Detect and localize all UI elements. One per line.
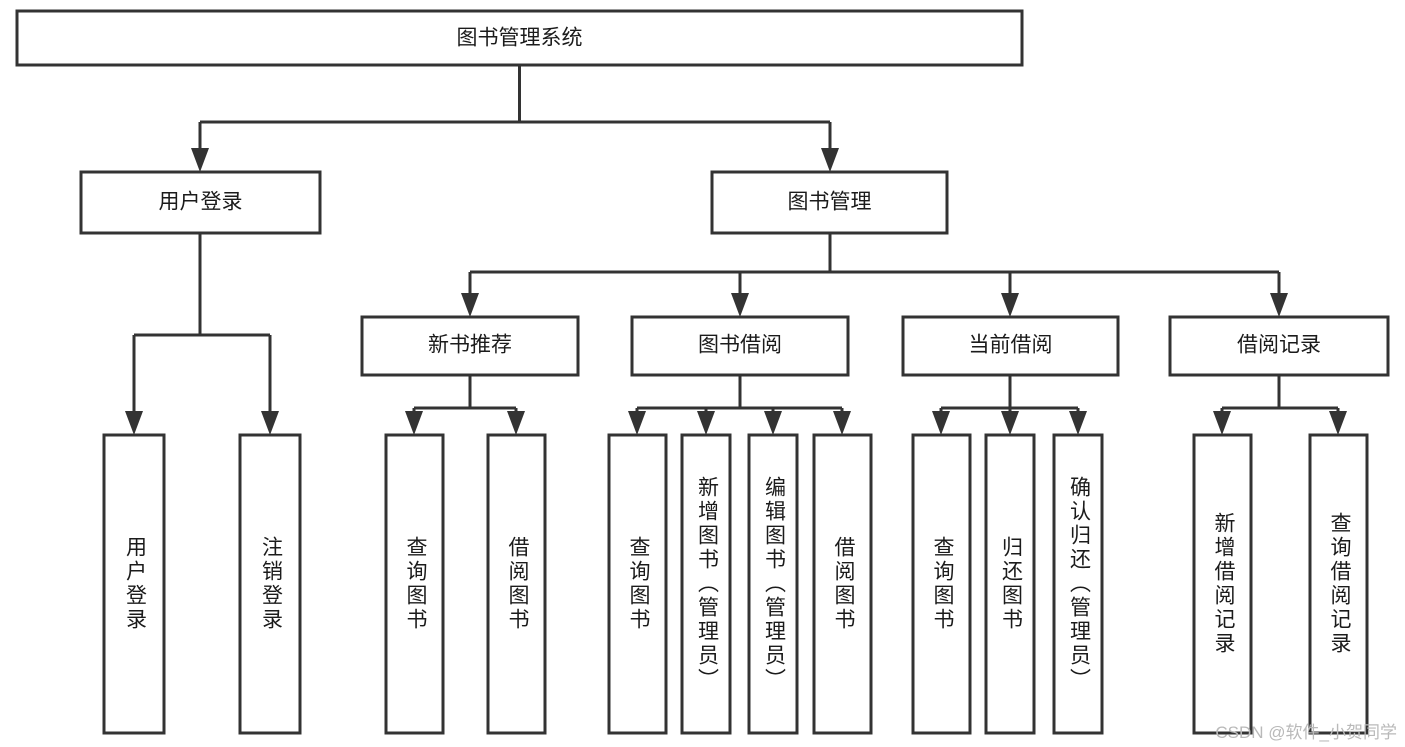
- leaf-add-book-admin[interactable]: 新增图书（管理员）: [680, 433, 732, 735]
- node-book-management-box: [710, 170, 949, 235]
- leaf-query-book-recommendation[interactable]: 查询图书: [384, 433, 445, 735]
- leaf-logout-box: [238, 433, 302, 735]
- node-new-book-recommendation-box: [360, 315, 580, 377]
- leaf-user-login-label: 用户登录: [123, 536, 147, 632]
- leaf-logout-label: 注销登录: [259, 536, 283, 632]
- arrow-head-leaf-query-book-1: [405, 411, 423, 435]
- leaf-query-book-recommendation-box: [384, 433, 445, 735]
- arrow-head-leaf-borrow-book-2: [833, 411, 851, 435]
- leaf-borrow-book-recommendation-box: [486, 433, 547, 735]
- leaf-edit-book-admin-box: [747, 433, 799, 735]
- node-current-borrowing-label: 当前借阅: [969, 334, 1053, 357]
- leaf-edit-book-admin-label: 编辑图书（管理员）: [762, 476, 786, 692]
- arrow-head-leaf-query-record: [1329, 411, 1347, 435]
- leaf-query-book-current[interactable]: 查询图书: [911, 433, 972, 735]
- node-book-management-label: 图书管理: [788, 191, 872, 214]
- arrow-head-leaf-user-login: [125, 411, 143, 435]
- arrow-head-leaf-edit-book: [764, 411, 782, 435]
- leaf-borrow-book-borrowing-box: [812, 433, 873, 735]
- leaf-query-book-borrowing[interactable]: 查询图书: [607, 433, 668, 735]
- leaf-query-borrowing-record-label: 查询借阅记录: [1328, 512, 1352, 656]
- arrow-head-leaf-borrow-book-1: [507, 411, 525, 435]
- arrow-head-leaf-query-book-3: [932, 411, 950, 435]
- leaf-user-login-box: [102, 433, 166, 735]
- leaf-user-login[interactable]: 用户登录: [102, 433, 166, 735]
- node-new-book-recommendation-label: 新书推荐: [428, 334, 512, 357]
- leaf-query-book-recommendation-label: 查询图书: [404, 536, 428, 632]
- leaf-confirm-return-admin[interactable]: 确认归还（管理员）: [1052, 433, 1104, 735]
- leaf-edit-book-admin[interactable]: 编辑图书（管理员）: [747, 433, 799, 735]
- leaf-return-book-label: 归还图书: [999, 536, 1023, 632]
- leaf-borrow-book-recommendation-label: 借阅图书: [506, 536, 530, 632]
- arrow-head-current-borrow: [1001, 293, 1019, 317]
- arrow-head-book-borrow: [731, 293, 749, 317]
- node-borrowing-record-box: [1168, 315, 1390, 377]
- arrow-head-leaf-query-book-2: [628, 411, 646, 435]
- leaf-query-book-current-label: 查询图书: [931, 536, 955, 632]
- arrow-head-user-login: [191, 148, 209, 172]
- node-root-system-box: [15, 9, 1024, 67]
- csdn-watermark: CSDN @软件_小贺同学: [1215, 723, 1397, 742]
- node-root-system[interactable]: 图书管理系统: [15, 9, 1024, 67]
- node-book-borrowing[interactable]: 图书借阅: [630, 315, 850, 377]
- node-borrowing-record-label: 借阅记录: [1237, 334, 1321, 357]
- leaf-confirm-return-admin-label: 确认归还（管理员）: [1067, 476, 1091, 692]
- arrow-head-book-mgmt: [821, 148, 839, 172]
- leaf-query-book-borrowing-box: [607, 433, 668, 735]
- node-new-book-recommendation[interactable]: 新书推荐: [360, 315, 580, 377]
- leaf-borrow-book-recommendation[interactable]: 借阅图书: [486, 433, 547, 735]
- arrow-head-leaf-confirm-return: [1069, 411, 1087, 435]
- node-root-system-label: 图书管理系统: [457, 27, 583, 50]
- leaf-borrow-book-borrowing[interactable]: 借阅图书: [812, 433, 873, 735]
- node-book-management[interactable]: 图书管理: [710, 170, 949, 235]
- leaf-logout[interactable]: 注销登录: [238, 433, 302, 735]
- arrow-head-leaf-add-book: [697, 411, 715, 435]
- leaf-query-book-borrowing-label: 查询图书: [627, 536, 651, 632]
- leaf-query-book-current-box: [911, 433, 972, 735]
- node-current-borrowing-box: [901, 315, 1120, 377]
- arrow-head-new-book-rec: [461, 293, 479, 317]
- leaf-query-borrowing-record[interactable]: 查询借阅记录: [1308, 433, 1369, 735]
- node-user-login-label: 用户登录: [159, 191, 243, 214]
- node-book-borrowing-label: 图书借阅: [698, 334, 782, 357]
- node-current-borrowing[interactable]: 当前借阅: [901, 315, 1120, 377]
- leaf-confirm-return-admin-box: [1052, 433, 1104, 735]
- leaf-add-borrowing-record-box: [1192, 433, 1253, 735]
- node-user-login-box: [79, 170, 322, 235]
- leaf-borrow-book-borrowing-label: 借阅图书: [832, 536, 856, 632]
- leaf-add-borrowing-record[interactable]: 新增借阅记录: [1192, 433, 1253, 735]
- node-borrowing-record[interactable]: 借阅记录: [1168, 315, 1390, 377]
- connector-layer: [125, 65, 1347, 435]
- leaf-add-book-admin-box: [680, 433, 732, 735]
- leaf-return-book-box: [984, 433, 1036, 735]
- arrow-head-leaf-add-record: [1213, 411, 1231, 435]
- leaf-add-borrowing-record-label: 新增借阅记录: [1212, 512, 1236, 656]
- leaf-add-book-admin-label: 新增图书（管理员）: [695, 476, 719, 692]
- leaf-return-book[interactable]: 归还图书: [984, 433, 1036, 735]
- arrow-head-leaf-logout: [261, 411, 279, 435]
- arrow-head-borrow-record: [1270, 293, 1288, 317]
- arrow-head-leaf-return-book: [1001, 411, 1019, 435]
- node-user-login[interactable]: 用户登录: [79, 170, 322, 235]
- node-book-borrowing-box: [630, 315, 850, 377]
- leaf-query-borrowing-record-box: [1308, 433, 1369, 735]
